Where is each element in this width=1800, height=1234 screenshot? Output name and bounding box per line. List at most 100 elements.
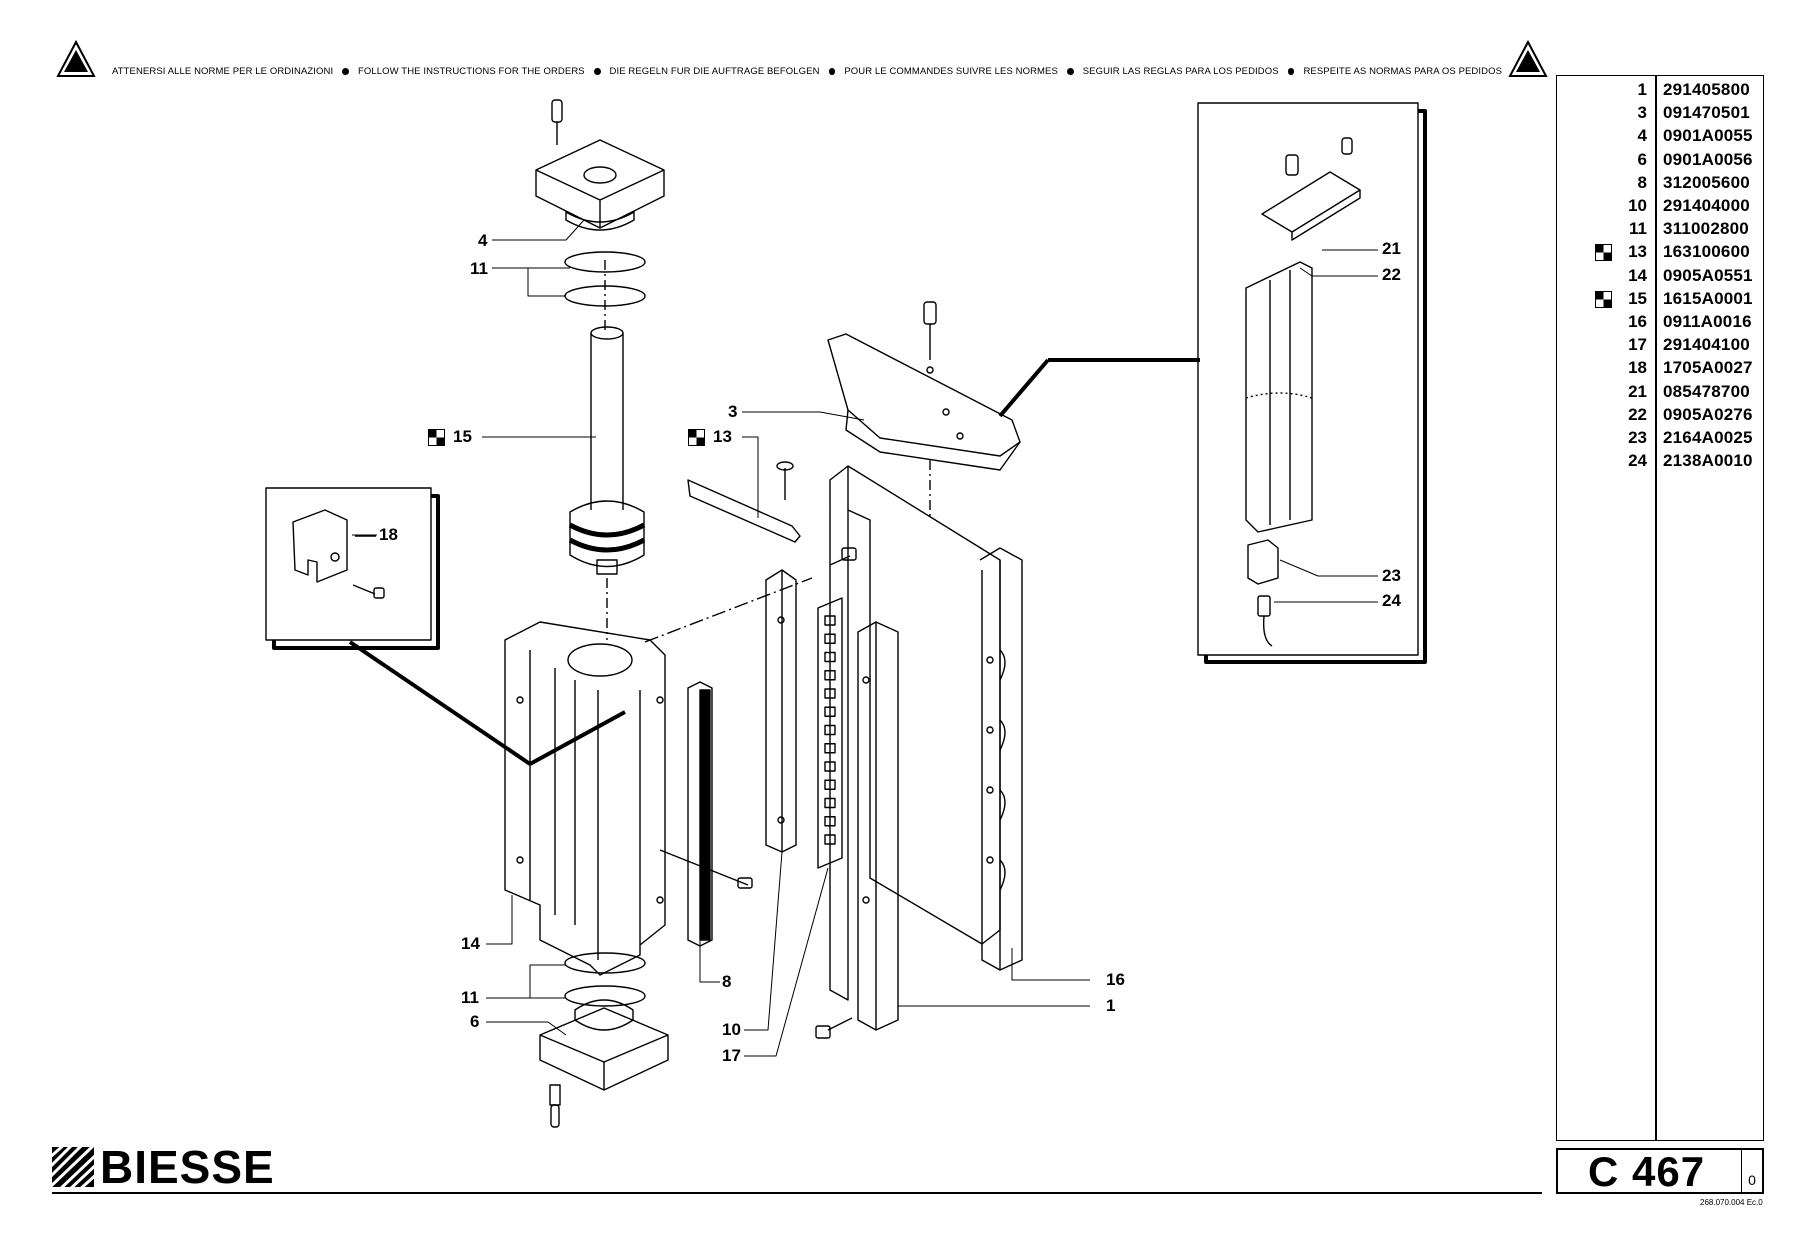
- part-code: 0901A0056: [1663, 149, 1753, 169]
- part-code: 163100600: [1663, 242, 1750, 262]
- frame-part-16: [829, 465, 1023, 1001]
- cylinder-body-part-14: [504, 621, 666, 976]
- rail-part-1: [815, 621, 899, 1039]
- callout-1: 1: [1106, 996, 1116, 1015]
- parts-row: 13 163100600: [1557, 241, 1765, 263]
- part-number: 4: [1637, 126, 1647, 146]
- instruction-es: SEGUIR LAS REGLAS PARA LOS PEDIDOS: [1082, 65, 1279, 77]
- checker-mark-icon: [1595, 290, 1612, 308]
- callout-13: 13: [688, 427, 732, 447]
- column-divider: [1655, 76, 1657, 1140]
- bottom-cap-part-6: [539, 999, 669, 1128]
- instruction-pt: RESPEITE AS NORMAS PARA OS PEDIDOS: [1303, 65, 1503, 77]
- part-number: 13: [1628, 242, 1647, 262]
- bullet-icon: [1287, 67, 1295, 75]
- warning-triangle-icon: [1508, 40, 1548, 77]
- instruction-it: ATTENERSI ALLE NORME PER LE ORDINAZIONI: [112, 65, 334, 77]
- parts-row: 3 091470501: [1557, 102, 1765, 124]
- part-number: 14: [1628, 265, 1647, 285]
- instruction-en: FOLLOW THE INSTRUCTIONS FOR THE ORDERS: [358, 65, 585, 77]
- instruction-fr: POUR LE COMMANDES SUIVRE LES NORMES: [844, 65, 1058, 77]
- callout-13-label: 13: [713, 427, 732, 446]
- callout-4: 4: [478, 231, 488, 250]
- parts-row: 4 0901A0055: [1557, 125, 1765, 147]
- parts-row: 24 2138A0010: [1557, 450, 1765, 472]
- part-code: 091470501: [1663, 103, 1750, 123]
- part-code: 1615A0001: [1663, 288, 1753, 308]
- bullet-icon: [342, 67, 350, 75]
- part-code: 311002800: [1663, 219, 1749, 239]
- callout-23: 23: [1382, 566, 1401, 585]
- callout-15: 15: [428, 427, 472, 447]
- parts-row: 17 291404100: [1557, 334, 1765, 356]
- brand-logo: BIESSE: [52, 1141, 275, 1193]
- plate-part-3: [827, 301, 1021, 520]
- checker-mark-icon: [688, 429, 705, 447]
- parts-row: 21 085478700: [1557, 381, 1765, 403]
- parts-row: 15 1615A0001: [1557, 288, 1765, 310]
- part-code: 291404000: [1663, 196, 1750, 215]
- callout-15-label: 15: [453, 427, 472, 446]
- part-code: 2138A0010: [1663, 451, 1753, 471]
- callout-24: 24: [1382, 591, 1401, 610]
- part-number: 24: [1628, 451, 1647, 471]
- callout-18: 18: [379, 525, 398, 544]
- bullet-icon: [1066, 67, 1074, 75]
- slide-rail-part-10: [765, 547, 857, 853]
- part-code: 2164A0025: [1663, 428, 1753, 447]
- part-number: 18: [1628, 358, 1647, 378]
- callout-22: 22: [1382, 265, 1401, 284]
- biesse-stripes-icon: [52, 1147, 94, 1187]
- part-code: 291404100: [1663, 335, 1750, 355]
- guide-rail-part-8: [659, 681, 753, 947]
- parts-row: 11 311002800: [1557, 218, 1765, 240]
- callout-10: 10: [722, 1020, 741, 1039]
- part-code: 312005600: [1663, 172, 1750, 192]
- part-code: 1705A0027: [1663, 358, 1753, 378]
- part-code: 0911A0016: [1663, 312, 1752, 331]
- bottom-rule: [52, 1192, 1542, 1194]
- callout-11-bottom: 11: [461, 988, 479, 1007]
- part-number: 17: [1628, 335, 1647, 355]
- instruction-de: DIE REGELN FUR DIE AUFTRAGE BEFOLGEN: [609, 65, 820, 77]
- part-number: 21: [1628, 381, 1647, 401]
- callout-6: 6: [470, 1012, 480, 1031]
- callout-11-top: 11: [470, 259, 488, 278]
- drawing-code-box: C 467 0: [1556, 1148, 1764, 1194]
- callout-3: 3: [728, 402, 738, 421]
- callout-8: 8: [722, 972, 732, 991]
- top-cap-part-4: [535, 99, 665, 231]
- part-number: 15: [1628, 288, 1647, 308]
- ordering-instructions: ATTENERSI ALLE NORME PER LE ORDINAZIONI …: [112, 63, 1502, 79]
- callout-14: 14: [461, 934, 480, 953]
- drawing-code: C 467: [1588, 1148, 1706, 1195]
- part-code: 0901A0055: [1663, 126, 1753, 146]
- part-number: 11: [1629, 219, 1647, 239]
- part-code: 085478700: [1663, 381, 1750, 401]
- parts-row: 23 2164A0025: [1557, 427, 1765, 449]
- warning-triangle-icon: [56, 40, 96, 77]
- part-number: 3: [1637, 103, 1647, 123]
- parts-row: 6 0901A0056: [1557, 149, 1765, 171]
- revision: 0: [1741, 1150, 1762, 1192]
- part-code: 291405800: [1663, 80, 1750, 99]
- detail-inset-part-18: [265, 487, 626, 766]
- document-ref: 268.070.004 Ec.0: [1700, 1198, 1763, 1207]
- part-number: 22: [1628, 404, 1647, 424]
- detail-inset-parts-21-24: [998, 102, 1427, 664]
- checker-mark-icon: [1595, 244, 1612, 262]
- brand-name: BIESSE: [100, 1141, 275, 1193]
- checker-mark-icon: [428, 429, 445, 447]
- callout-16: 16: [1106, 970, 1125, 989]
- part-number: 23: [1628, 428, 1647, 447]
- callout-17: 17: [722, 1046, 741, 1065]
- part-number: 6: [1637, 149, 1647, 169]
